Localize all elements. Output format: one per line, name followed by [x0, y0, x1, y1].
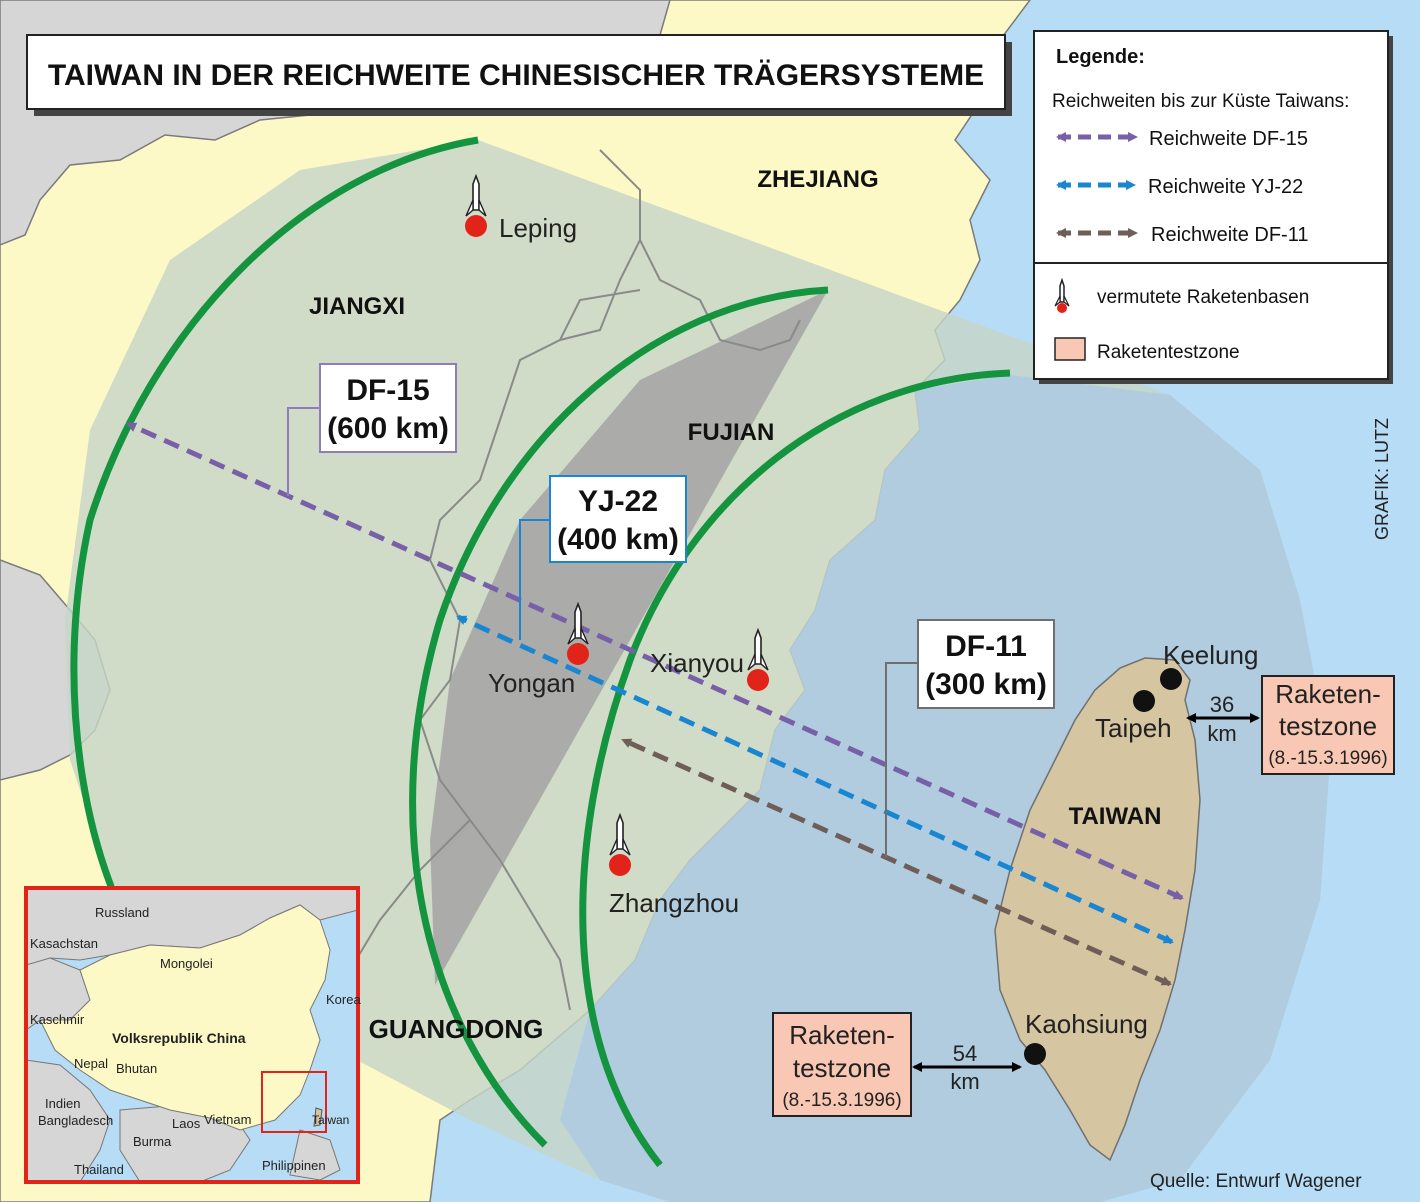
map-source: Quelle: Entwurf Wagener [1150, 1171, 1362, 1192]
yj22-callout-box [549, 475, 687, 563]
inset-label-philippinen: Philippinen [262, 1158, 326, 1173]
df15-range-arc [70, 136, 479, 963]
map-credit: GRAFIK: LUTZ [1372, 418, 1392, 540]
province-label-jiangxi: JIANGXI [309, 293, 405, 320]
inset-label-bhutan: Bhutan [116, 1061, 157, 1076]
inset-label-burma: Burma [133, 1134, 172, 1149]
inset-label-mongolei: Mongolei [160, 956, 213, 971]
map-title: TAIWAN IN DER REICHWEITE CHINESISCHER TR… [48, 59, 984, 92]
testzone-ne-box [1261, 675, 1395, 775]
df15-callout-name: DF-15 [346, 374, 429, 407]
base-label-xianyou: Xianyou [650, 648, 744, 678]
legend-subheading: Reichweiten bis zur Küste Taiwans: [1052, 91, 1349, 112]
legend-heading: Legende: [1056, 46, 1145, 68]
base-xianyou-icon [747, 627, 769, 691]
inset-label-laos: Laos [172, 1116, 201, 1131]
inset-label-china: Volksrepublik China [112, 1030, 246, 1046]
base-zhangzhou-icon [609, 812, 631, 876]
testzone-sw-unit: km [950, 1069, 979, 1094]
base-label-yongan: Yongan [488, 668, 575, 698]
df11-callout-line [885, 662, 918, 858]
yj22-callout-range: (400 km) [557, 523, 679, 556]
city-taipeh-dot [1133, 690, 1155, 712]
base-label-leping: Leping [499, 213, 577, 243]
df11-callout-box [917, 619, 1055, 709]
province-label-guangdong: GUANGDONG [369, 1014, 544, 1044]
testzone-sw-box [772, 1012, 912, 1117]
city-label-kaohsiung: Kaohsiung [1025, 1009, 1148, 1039]
inset-label-thailand: Thailand [74, 1162, 124, 1177]
base-label-zhangzhou: Zhangzhou [609, 888, 739, 918]
testzone-ne-dates: (8.-15.3.1996) [1268, 748, 1387, 769]
inset-taiwan [313, 1107, 323, 1127]
df11-callout-range: (300 km) [925, 668, 1047, 701]
testzone-sw-dates: (8.-15.3.1996) [782, 1090, 901, 1111]
inset-label-vietnam: Vietnam [204, 1112, 251, 1127]
inset-focus-box [261, 1071, 327, 1133]
inset-label-kasachstan: Kasachstan [30, 936, 98, 951]
testzone-ne-line1: Raketen- [1275, 679, 1381, 709]
inset-label-nepal: Nepal [74, 1056, 108, 1071]
df11-callout-name: DF-11 [945, 630, 1027, 663]
inset-label-korea: Korea [326, 992, 361, 1007]
inset-label-taiwan: Taiwan [312, 1113, 349, 1127]
inset-china [39, 904, 331, 1131]
city-kaohsiung-dot [1024, 1043, 1046, 1065]
inset-frame [24, 886, 360, 1184]
city-label-taipeh: Taipeh [1095, 713, 1172, 743]
legend-df15-label: Reichweite DF-15 [1149, 128, 1308, 150]
city-label-keelung: Keelung [1163, 640, 1258, 670]
inset-map: Russland Kasachstan Mongolei Korea Kasch… [24, 886, 361, 1184]
legend-missile-base-icon [1054, 277, 1070, 313]
city-keelung-dot [1160, 668, 1182, 690]
legend-zone-label: Raketentestzone [1097, 342, 1240, 363]
province-label-fujian: FUJIAN [688, 419, 775, 446]
legend-testzone-swatch [1054, 337, 1086, 361]
base-leping-icon [465, 173, 487, 237]
testzone-sw-line1: Raketen- [789, 1020, 895, 1050]
province-label-taiwan: TAIWAN [1069, 803, 1162, 830]
testzone-sw-line2: testzone [793, 1053, 891, 1083]
legend-df11-label: Reichweite DF-11 [1151, 224, 1308, 246]
df15-callout-range: (600 km) [327, 412, 449, 445]
title-box [26, 34, 1006, 110]
inset-label-russland: Russland [95, 905, 149, 920]
inset-label-indien: Indien [45, 1096, 80, 1111]
yj22-callout-name: YJ-22 [578, 485, 658, 518]
testzone-ne-distance: 36 [1210, 692, 1234, 717]
df15-callout-line [287, 407, 320, 496]
base-yongan-icon [567, 601, 589, 665]
inset-label-kaschmir: Kaschmir [30, 1012, 85, 1027]
inset-label-bangladesch: Bangladesch [38, 1113, 113, 1128]
testzone-ne-line2: testzone [1279, 711, 1377, 741]
legend-yj22-label: Reichweite YJ-22 [1148, 176, 1303, 198]
df15-callout-box [319, 363, 457, 453]
legend-box [1033, 30, 1389, 380]
yj22-callout-line [519, 519, 550, 640]
legend-base-label: vermutete Raketenbasen [1097, 287, 1309, 308]
testzone-ne-unit: km [1207, 721, 1236, 746]
testzone-sw-distance: 54 [953, 1041, 977, 1066]
province-label-zhejiang: ZHEJIANG [757, 166, 878, 193]
